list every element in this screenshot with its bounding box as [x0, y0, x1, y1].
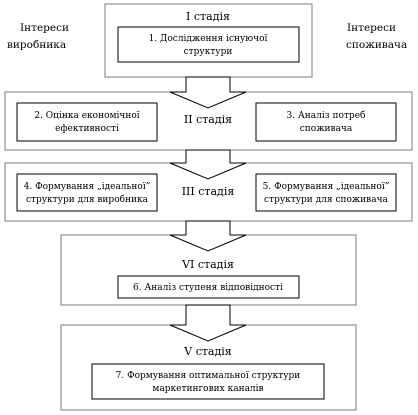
box-2-economic-efficiency: 2. Оцінка економічної ефективності — [16, 102, 158, 142]
box-5-ideal-structure-consumer: 5. Формування „ідеальної” структури для … — [255, 173, 397, 212]
svg-text:структури: структури — [184, 47, 233, 57]
arrow-stage-3-to-4 — [169, 220, 247, 252]
svg-text:6. Аналіз ступеня відповідност: 6. Аналіз ступеня відповідності — [133, 283, 283, 293]
svg-text:7. Формування оптимальної стру: 7. Формування оптимальної структури — [116, 371, 301, 381]
producer-interests-label: Інтереси виробника — [7, 22, 69, 51]
stage-2-title: ІІ стадія — [184, 113, 232, 126]
consumer-interests-label: Інтереси споживача — [346, 22, 407, 51]
svg-text:3. Аналіз потреб: 3. Аналіз потреб — [287, 110, 366, 121]
box-4-ideal-structure-producer: 4. Формування „ідеальної” структури для … — [16, 173, 158, 212]
svg-text:структури для споживача: структури для споживача — [264, 195, 389, 205]
stage-5-title: V стадія — [183, 345, 232, 358]
stage-3-title: ІІІ стадія — [182, 185, 235, 198]
box-7-optimal-channel-structure: 7. Формування оптимальної структури марк… — [91, 363, 325, 400]
box-3-consumer-needs-analysis: 3. Аналіз потреб споживача — [255, 102, 397, 142]
stage-4-title: VІ стадія — [181, 258, 234, 271]
svg-text:ефективності: ефективності — [55, 124, 119, 134]
box-1-study-existing-structure: 1. Дослідження існуючої структури — [117, 26, 300, 63]
svg-text:5. Формування „ідеальної”: 5. Формування „ідеальної” — [263, 182, 390, 192]
stage-1-title: І стадія — [186, 10, 230, 23]
svg-text:Інтереси: Інтереси — [20, 22, 69, 34]
svg-text:виробника: виробника — [7, 39, 66, 51]
box-6-conformity-analysis: 6. Аналіз ступеня відповідності — [117, 275, 300, 299]
svg-text:споживача: споживача — [346, 39, 407, 51]
svg-text:1. Дослідження існуючої: 1. Дослідження існуючої — [149, 34, 268, 44]
svg-text:структури для виробника: структури для виробника — [26, 194, 149, 205]
svg-text:2. Оцінка економічної: 2. Оцінка економічної — [34, 111, 139, 121]
svg-text:4. Формування „ідеальної”: 4. Формування „ідеальної” — [24, 182, 151, 192]
svg-text:Інтереси: Інтереси — [347, 22, 396, 34]
svg-text:маркетингових каналів: маркетингових каналів — [152, 384, 263, 394]
svg-text:споживача: споживача — [300, 124, 353, 134]
arrow-stage-1-to-2 — [169, 76, 247, 109]
arrow-stage-2-to-3 — [169, 149, 247, 180]
arrow-stage-4-to-5 — [169, 304, 247, 342]
